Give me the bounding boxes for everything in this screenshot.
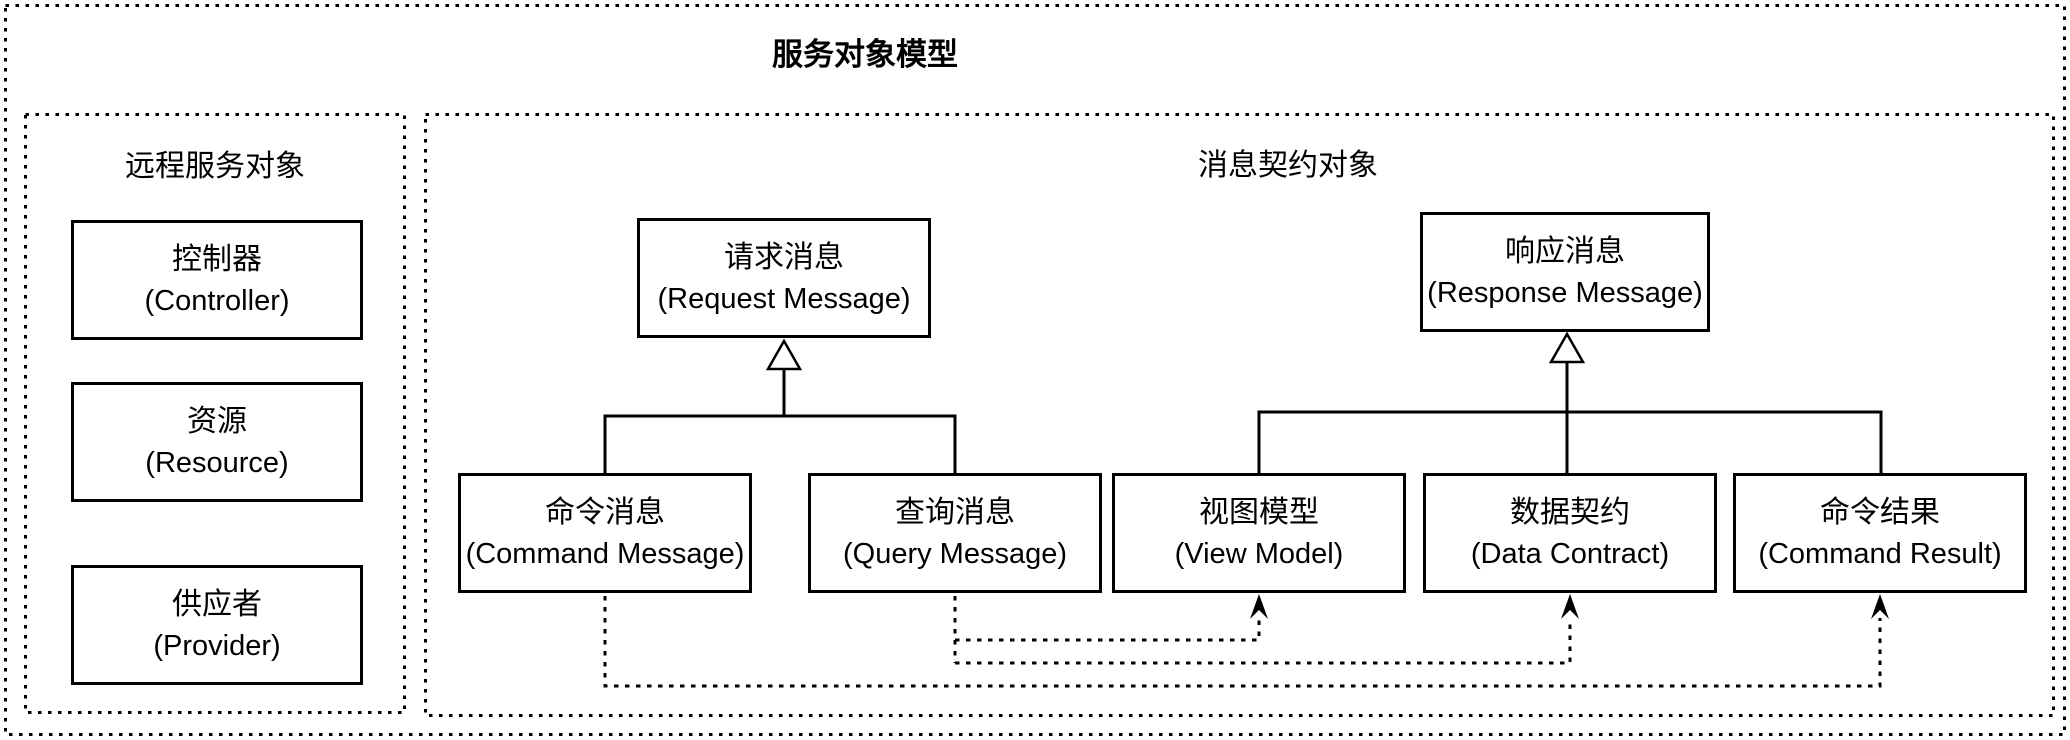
node-label-zh: 视图模型: [1199, 496, 1319, 529]
node-view-model: 视图模型 (View Model): [1112, 473, 1406, 593]
node-label-en: (Data Contract): [1470, 538, 1670, 570]
node-label-en: (View Model): [1174, 538, 1344, 570]
node-controller: 控制器 (Controller): [71, 220, 363, 340]
node-label-zh: 供应者: [172, 588, 262, 621]
node-label-zh: 控制器: [172, 243, 262, 276]
command-to-command-result-line: [603, 596, 1882, 688]
node-command-message: 命令消息 (Command Message): [458, 473, 752, 593]
response-children-connector: [1257, 410, 1883, 473]
triangle-arrow-request-icon: [765, 338, 803, 371]
node-label-en: (Provider): [153, 630, 281, 662]
message-contracts-frame: [424, 113, 2055, 717]
message-contracts-group-label: 消息契约对象: [1198, 149, 1378, 182]
request-children-connector: [603, 414, 957, 473]
node-label-en: (Controller): [144, 285, 290, 317]
node-label-en: (Request Message): [657, 283, 911, 315]
node-command-result: 命令结果 (Command Result): [1733, 473, 2027, 593]
node-label-zh: 响应消息: [1505, 235, 1625, 268]
remote-services-group-label: 远程服务对象: [125, 150, 305, 183]
node-request-message: 请求消息 (Request Message): [637, 218, 931, 338]
page-title: 服务对象模型: [772, 37, 958, 72]
dashed-flow-connectors: [603, 596, 1882, 688]
node-query-message: 查询消息 (Query Message): [808, 473, 1102, 593]
node-provider: 供应者 (Provider): [71, 565, 363, 685]
arrow-up-command-result-icon: [1871, 594, 1889, 619]
node-label-zh: 资源: [187, 405, 247, 438]
dotted-frames: [4, 4, 2066, 736]
node-label-en: (Resource): [145, 447, 289, 479]
arrow-up-view-model-icon: [1250, 594, 1268, 619]
node-response-message: 响应消息 (Response Message): [1420, 212, 1710, 332]
node-label-en: (Command Message): [465, 538, 745, 570]
node-label-zh: 数据契约: [1510, 496, 1630, 529]
node-label-en: (Command Result): [1758, 538, 2002, 570]
node-label-en: (Query Message): [842, 538, 1067, 570]
outer-frame: [4, 4, 2066, 736]
node-label-en: (Response Message): [1427, 277, 1703, 309]
arrow-up-data-contract-icon: [1561, 594, 1579, 619]
node-resource: 资源 (Resource): [71, 382, 363, 502]
node-data-contract: 数据契约 (Data Contract): [1423, 473, 1717, 593]
node-label-zh: 命令结果: [1820, 496, 1940, 529]
triangle-arrow-response-icon: [1548, 331, 1586, 364]
query-to-view-model-line: [955, 618, 1261, 642]
node-label-zh: 请求消息: [724, 241, 844, 274]
hollow-triangle-arrowheads: [765, 331, 1586, 371]
solid-arrowheads: [1250, 594, 1889, 619]
generalization-connectors: [603, 362, 1883, 473]
node-label-zh: 查询消息: [895, 496, 1015, 529]
node-label-zh: 命令消息: [545, 496, 665, 529]
